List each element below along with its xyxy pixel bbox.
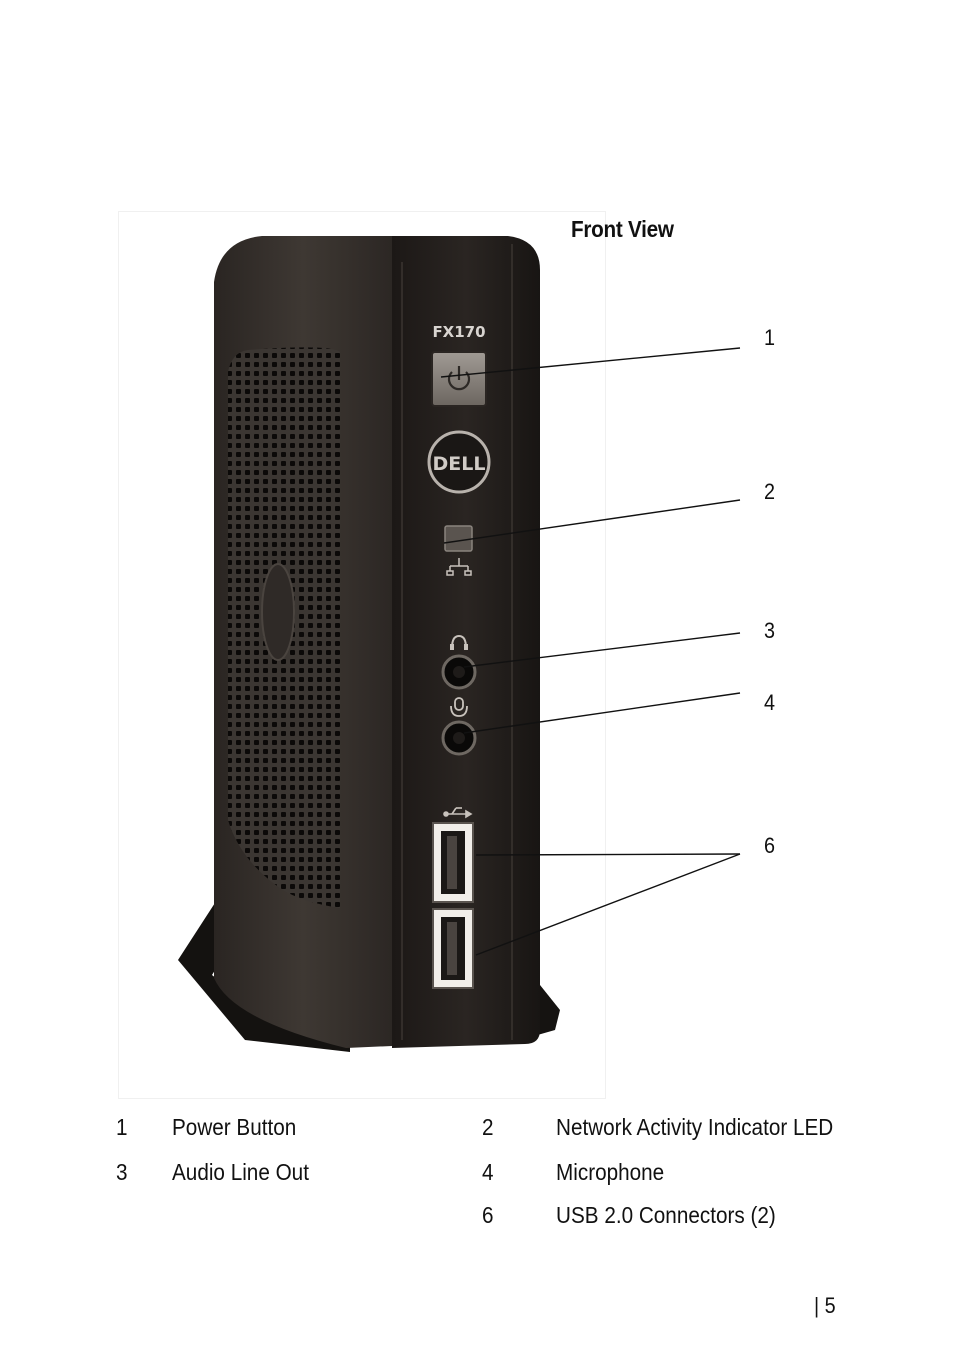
legend-label-microphone: Microphone <box>556 1159 665 1185</box>
page-number: | 5 <box>814 1293 836 1318</box>
callout-2: 2 <box>764 479 776 504</box>
usb-port-2 <box>432 908 474 989</box>
headphone-icon <box>451 634 467 649</box>
legend-label-network-led: Network Activity Indicator LED <box>556 1114 834 1140</box>
usb-icon <box>443 807 473 819</box>
legend-num-6: 6 <box>482 1202 494 1228</box>
legend-num-4: 4 <box>482 1159 494 1185</box>
callout-3: 3 <box>764 618 776 643</box>
legend-label-power-button: Power Button <box>172 1114 297 1140</box>
side-badge-oval <box>261 563 295 661</box>
legend-num-3: 3 <box>116 1159 128 1185</box>
usb-port-1 <box>432 822 474 903</box>
legend-num-2: 2 <box>482 1114 494 1140</box>
callout-lines <box>440 347 741 956</box>
callout-6: 6 <box>764 833 776 858</box>
microphone-icon <box>450 697 468 717</box>
legend-label-audio-line-out: Audio Line Out <box>172 1159 309 1185</box>
dell-logo <box>427 430 491 494</box>
power-icon <box>447 366 471 391</box>
figure-title: Front View <box>571 216 674 242</box>
network-icon <box>446 558 472 576</box>
model-label: FX170 <box>432 323 485 341</box>
brand-label: DELL <box>433 453 486 475</box>
legend-label-usb-connectors: USB 2.0 Connectors (2) <box>556 1202 776 1228</box>
callout-4: 4 <box>764 690 776 715</box>
callout-1: 1 <box>764 325 776 350</box>
figure-frame <box>118 211 606 1099</box>
network-led <box>444 525 473 552</box>
legend-num-1: 1 <box>116 1114 128 1140</box>
